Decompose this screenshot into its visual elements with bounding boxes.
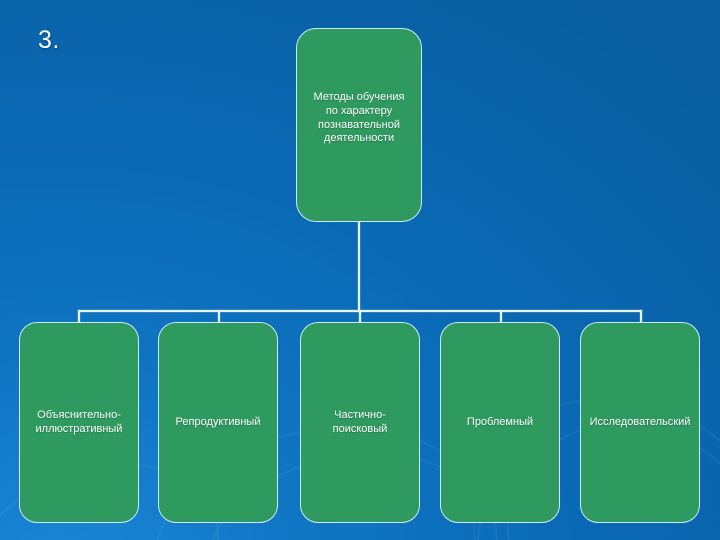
- node-root-label: Методы обучения по характеру познаватель…: [313, 91, 405, 145]
- node-label: Проблемный: [466, 415, 534, 428]
- node-label: Частично- поисковый: [332, 408, 388, 435]
- node-reproductive[interactable]: Репродуктивный: [158, 322, 278, 523]
- node-explanatory-illustrative[interactable]: Объяснительно- иллюстративный: [19, 322, 139, 523]
- connector-drop-4: [640, 310, 642, 324]
- node-label: Репродуктивный: [175, 415, 261, 428]
- node-root[interactable]: Методы обучения по характеру познаватель…: [296, 28, 422, 222]
- slide-number: 3.: [38, 26, 60, 54]
- node-label: Объяснительно- иллюстративный: [35, 408, 123, 435]
- node-label: Исследовательский: [589, 415, 691, 428]
- node-partially-exploratory[interactable]: Частично- поисковый: [300, 322, 420, 523]
- node-problem-based[interactable]: Проблемный: [440, 322, 560, 523]
- connector-root-stem: [358, 222, 360, 312]
- connector-drop-3: [500, 310, 502, 324]
- connector-drop-0: [78, 310, 80, 324]
- connector-drop-2: [359, 310, 361, 324]
- node-research[interactable]: Исследовательский: [580, 322, 700, 523]
- connector-drop-1: [218, 310, 220, 324]
